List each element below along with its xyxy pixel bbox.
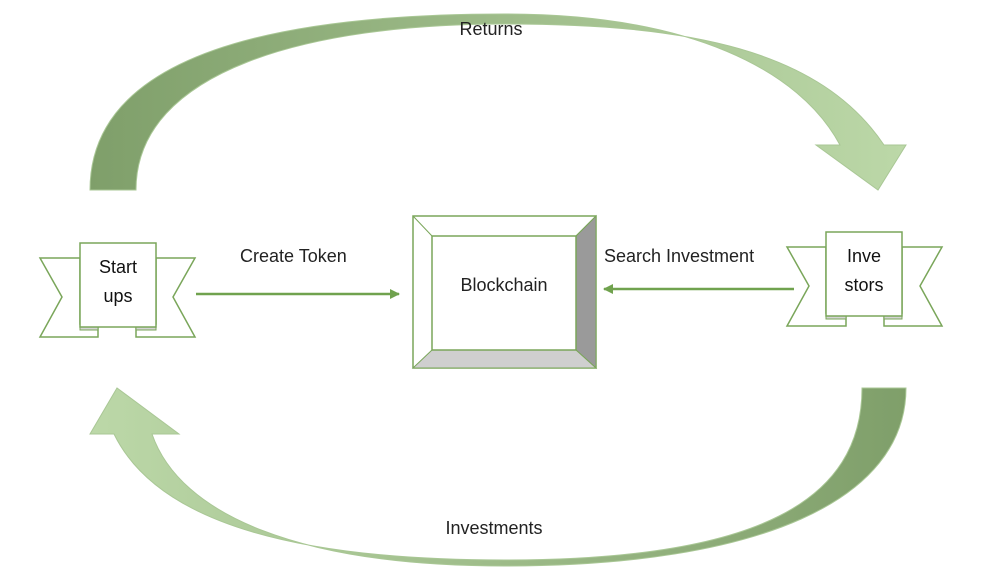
create-token-label: Create Token — [240, 246, 347, 266]
blockchain-bevel-bottom-shade — [411, 349, 598, 369]
blockchain-bevel-tr — [575, 215, 597, 237]
blockchain-bevel-tl — [412, 215, 433, 237]
investments-curved-arrow — [89, 387, 907, 567]
blockchain-bevel-inner — [431, 235, 577, 351]
returns-label: Returns — [459, 19, 523, 39]
startups-label-line2: ups — [103, 286, 133, 306]
blockchain-node — [411, 214, 598, 370]
returns-curved-arrow — [89, 13, 907, 191]
investors-label-line2: stors — [844, 275, 884, 295]
startups-label-line1: Start — [98, 257, 138, 277]
investors-label-line1: Inve — [846, 246, 882, 266]
investments-label: Investments — [445, 518, 543, 538]
startups-banner-face — [79, 242, 157, 328]
startups-label: Start ups — [99, 253, 137, 311]
blockchain-label: Blockchain — [460, 275, 548, 295]
investors-label: Inve stors — [844, 242, 883, 300]
investors-node — [785, 231, 944, 327]
investors-banner-face — [825, 231, 903, 317]
startups-node — [38, 242, 197, 338]
blockchain-bevel-right-shade — [575, 214, 597, 370]
search-investment-label: Search Investment — [604, 246, 755, 266]
